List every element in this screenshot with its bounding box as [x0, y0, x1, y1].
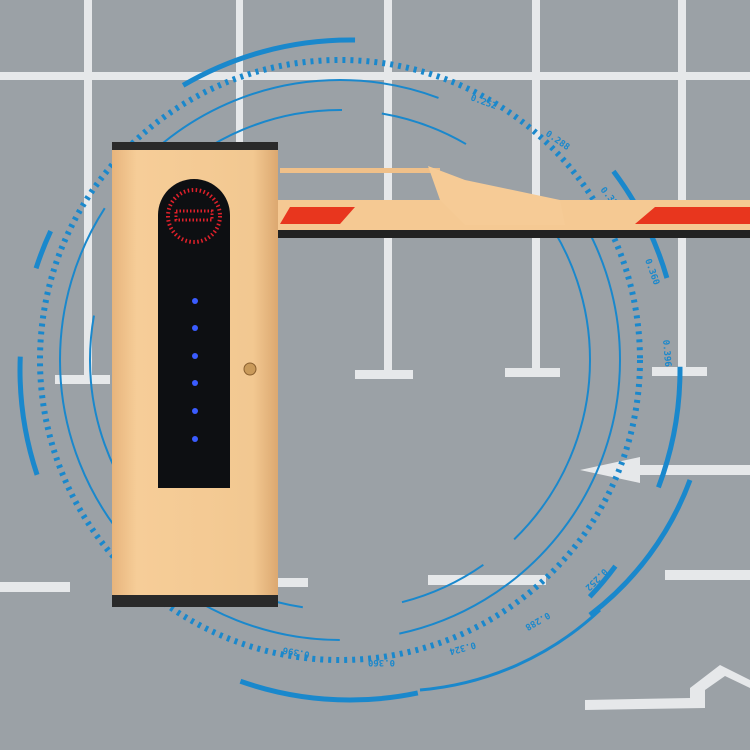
svg-text:0.396: 0.396	[282, 644, 310, 659]
boom-stripe	[280, 207, 355, 224]
boom-arm	[278, 166, 750, 238]
svg-text:0.396: 0.396	[660, 339, 672, 367]
parking-lines	[0, 0, 750, 710]
svg-text:0.360: 0.360	[368, 657, 395, 667]
boom-stripe	[635, 207, 750, 224]
display-panel	[158, 179, 230, 488]
gate-cabinet	[112, 142, 278, 607]
hud-overlay	[17, 37, 693, 703]
no-entry-led-sign	[166, 188, 222, 244]
indicator-leds	[192, 298, 198, 442]
key-lock-icon	[243, 362, 257, 376]
